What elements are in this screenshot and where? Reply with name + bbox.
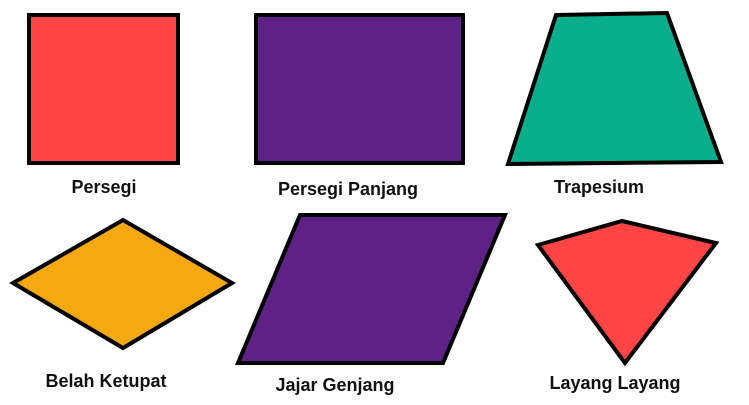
jajar-genjang-shape bbox=[234, 213, 509, 365]
layang-layang-shape bbox=[534, 218, 720, 367]
jajar-genjang-label: Jajar Genjang bbox=[275, 375, 394, 395]
persegi-panjang-shape bbox=[254, 13, 465, 165]
trapesium-shape bbox=[505, 10, 724, 167]
belah-ketupat-shape bbox=[9, 217, 236, 351]
layang-layang-label: Layang Layang bbox=[549, 373, 680, 393]
belah-ketupat-label: Belah Ketupat bbox=[45, 371, 166, 391]
persegi-panjang-label: Persegi Panjang bbox=[278, 179, 418, 199]
persegi-shape bbox=[27, 13, 180, 165]
trapesium-label: Trapesium bbox=[554, 177, 644, 197]
persegi-label: Persegi bbox=[71, 177, 136, 197]
